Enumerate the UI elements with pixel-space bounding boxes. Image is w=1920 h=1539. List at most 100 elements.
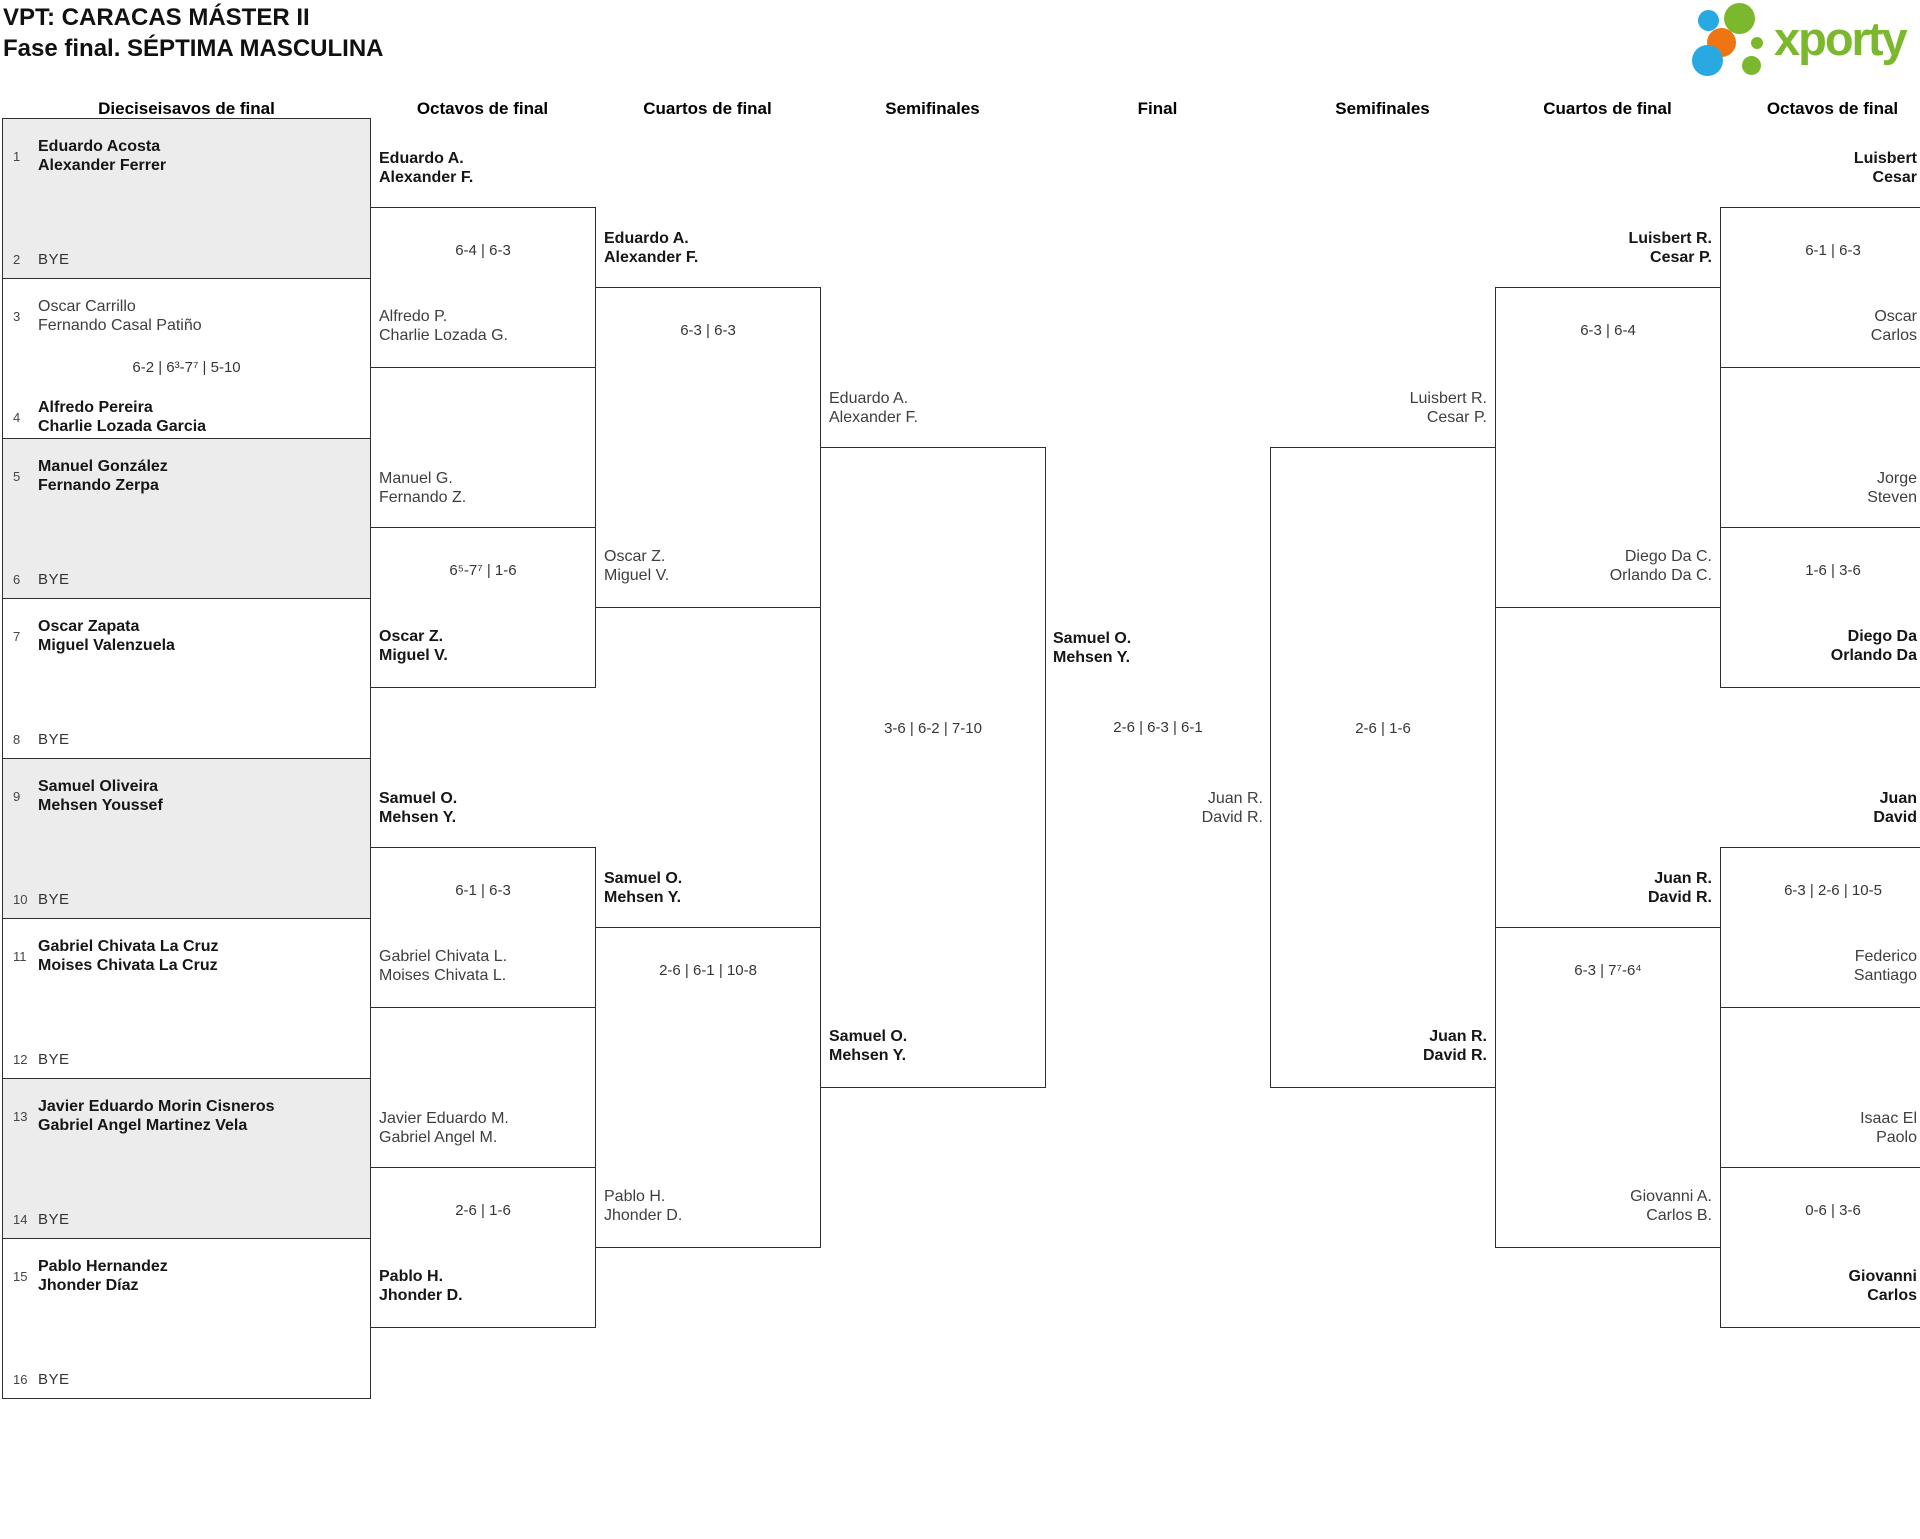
seed-number: 8: [13, 732, 21, 747]
participant-label: Samuel O.Mehsen Y.: [1053, 630, 1132, 666]
participant-label: Juan R.David R.: [1201, 790, 1263, 826]
match-score: 3-6 | 6-2 | 7-10: [884, 720, 982, 737]
match-score: 1-6 | 3-6: [1805, 562, 1861, 579]
tournament-name: VPT: CARACAS MÁSTER II: [3, 4, 310, 31]
match-score: 6-4 | 6-3: [455, 242, 511, 259]
bye-label: BYE: [38, 891, 70, 908]
match-score: 6⁵-7⁷ | 1-6: [449, 562, 517, 579]
match-score: 6-2 | 6³-7⁷ | 5-10: [132, 359, 241, 376]
logo-dot-blue-large: [1692, 45, 1723, 76]
match-score: 2-6 | 6-1 | 10-8: [659, 962, 757, 979]
octavos-left-match-2: Manuel G.Fernando Z. 6⁵-7⁷ | 1-6 Oscar Z…: [370, 470, 596, 688]
participant-label: Oscar Z.Miguel V.: [379, 628, 448, 664]
cuartos-left-match-2: Samuel O.Mehsen Y. 2-6 | 6-1 | 10-8 Pabl…: [595, 870, 821, 1248]
match-score: 2-6 | 6-3 | 6-1: [1113, 719, 1203, 736]
brand-name: xporty: [1774, 12, 1908, 65]
semifinal-left-match: Eduardo A.Alexander F. 3-6 | 6-2 | 7-10 …: [820, 390, 1046, 1088]
round-header-final: Final: [1137, 99, 1178, 118]
match-score: 6-3 | 2-6 | 10-5: [1784, 882, 1882, 899]
seed-number: 15: [13, 1268, 28, 1284]
participant-label: Juan R.David R.: [1647, 870, 1712, 906]
participant-label: Manuel G.Fernando Z.: [379, 470, 467, 506]
seed-number: 4: [13, 409, 21, 425]
participant-label: Juan R.David R.: [1422, 1028, 1487, 1064]
seed-number: 9: [13, 788, 21, 804]
match-score: 6-3 | 6-3: [680, 322, 736, 339]
octavos-left-match-3: Samuel O.Mehsen Y. 6-1 | 6-3 Gabriel Chi…: [370, 790, 596, 1008]
round-header-cuartos-right: Cuartos de final: [1543, 99, 1672, 118]
logo-dot-green-small: [1742, 56, 1761, 75]
round-header-octavos-right: Octavos de final: [1766, 99, 1899, 118]
participant-label: Diego Da C.Orlando Da C.: [1609, 548, 1712, 584]
brand-logo[interactable]: xporty: [1690, 0, 1920, 82]
seed-number: 6: [13, 572, 21, 587]
round-header-semis-left: Semifinales: [885, 99, 980, 118]
participant-label: Pablo H.Jhonder D.: [379, 1268, 463, 1304]
participant-label: Javier Eduardo M.Gabriel Angel M.: [379, 1110, 509, 1146]
octavos-left-match-1: Eduardo A.Alexander F. 6-4 | 6-3 Alfredo…: [370, 150, 596, 368]
round-header-semis-right: Semifinales: [1335, 99, 1430, 118]
participant-label: Gabriel Chivata L.Moises Chivata L.: [379, 948, 508, 984]
match-score: 2-6 | 1-6: [1355, 720, 1411, 737]
seed-number: 1: [13, 148, 21, 164]
participant-label: Samuel O.Mehsen Y.: [604, 870, 683, 906]
round-header-r32: Dieciseisavos de final: [98, 99, 275, 118]
bye-label: BYE: [38, 1371, 70, 1388]
seed-number: 5: [13, 468, 21, 484]
participant-label: Pablo H.Jhonder D.: [604, 1188, 683, 1224]
match-score: 6-3 | 6-4: [1580, 322, 1636, 339]
match-score: 2-6 | 1-6: [455, 1202, 511, 1219]
bye-label: BYE: [38, 1051, 70, 1068]
round-header-cuartos-left: Cuartos de final: [643, 99, 772, 118]
seed-number: 7: [13, 628, 21, 644]
semifinal-right-match: Luisbert R.Cesar P. 2-6 | 1-6 Juan R.Dav…: [1270, 390, 1496, 1088]
cuartos-left-match-1: Eduardo A.Alexander F. 6-3 | 6-3 Oscar Z…: [595, 230, 821, 608]
round-header-octavos-left: Octavos de final: [416, 99, 549, 118]
participant-label: Giovanni A.Carlos B.: [1630, 1188, 1712, 1224]
seed-number: 14: [13, 1212, 28, 1227]
seed-number: 11: [13, 948, 27, 964]
bye-label: BYE: [38, 251, 70, 268]
seed-number: 2: [13, 252, 21, 267]
participant-label: Alfredo P.Charlie Lozada G.: [379, 308, 508, 344]
match-score: 6-1 | 6-3: [455, 882, 511, 899]
octavos-left-match-4: Javier Eduardo M.Gabriel Angel M. 2-6 | …: [370, 1110, 596, 1328]
bye-label: BYE: [38, 571, 70, 588]
page-title: VPT: CARACAS MÁSTER II Fase final. SÉPTI…: [3, 2, 383, 64]
seed-number: 3: [13, 308, 21, 324]
seed-number: 10: [13, 892, 28, 907]
logo-dot-blue-small: [1698, 10, 1719, 31]
cuartos-right-match-1: Luisbert R.Cesar P. 6-3 | 6-4 Diego Da C…: [1495, 230, 1721, 608]
cuartos-right-match-2: Juan R.David R. 6-3 | 7⁷-6⁴ Giovanni A.C…: [1495, 870, 1721, 1248]
bye-label: BYE: [38, 731, 70, 748]
seed-number: 12: [13, 1052, 28, 1067]
participant-label: Oscar Z.Miguel V.: [604, 548, 670, 584]
bye-label: BYE: [38, 1211, 70, 1228]
participant-label: Samuel O.Mehsen Y.: [379, 790, 458, 826]
